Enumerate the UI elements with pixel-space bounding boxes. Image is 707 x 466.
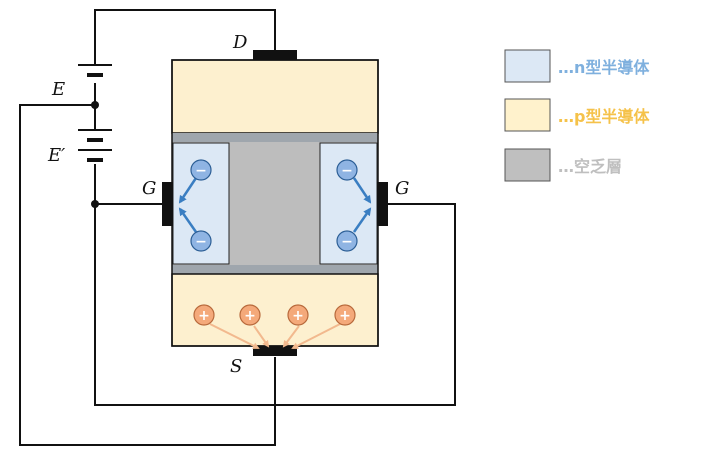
battery-e-prime-label: E′: [47, 145, 65, 166]
hole-sign: +: [198, 308, 210, 324]
circuit-wires: [19, 9, 456, 446]
electron-arrow: [352, 207, 372, 233]
hole-arrow: [253, 325, 270, 348]
legend-item-p-type: …p型半導体: [504, 98, 650, 132]
gate-return-wire: [94, 164, 456, 406]
hole-sign: +: [244, 308, 256, 324]
electron-sign: −: [341, 163, 353, 179]
electron: −: [336, 230, 358, 252]
legend-item-depletion: …空乏層: [504, 148, 622, 182]
legend-label-p-type: …p型半導体: [558, 107, 650, 126]
legend-label-depletion: …空乏層: [558, 157, 622, 176]
electron-sign: −: [195, 163, 207, 179]
gate-electrode-left: [162, 182, 173, 226]
legend-swatch-n-type: [504, 49, 551, 83]
drain-wire: [94, 9, 276, 65]
electron: −: [190, 230, 212, 252]
electron-arrow: [178, 207, 198, 233]
legend: …n型半導体 …p型半導体 …空乏層: [504, 49, 650, 182]
junction-dot-top: [91, 101, 99, 109]
source-return-wire: [19, 104, 276, 446]
legend-swatch-p-type: [504, 98, 551, 132]
legend-item-n-type: …n型半導体: [504, 49, 650, 83]
source-label: S: [230, 356, 242, 377]
hole-arrow: [209, 323, 260, 349]
battery-e-label: E: [51, 79, 65, 100]
p-region-top: [171, 59, 379, 134]
hole-arrow: [282, 325, 300, 348]
gray-band-top: [172, 133, 378, 142]
gray-band-bottom: [172, 265, 378, 274]
electrons: − − − −: [190, 159, 358, 252]
electron-sign: −: [195, 234, 207, 250]
hole: +: [193, 304, 215, 326]
source-electrode: [253, 346, 297, 356]
electron-arrows: [178, 177, 372, 233]
hole-arrow: [291, 323, 341, 349]
legend-label-n-type: …n型半導体: [558, 58, 650, 77]
gate-label-right: G: [395, 178, 409, 199]
hole-arrows: [209, 323, 341, 349]
battery-e-prime-symbol: [78, 129, 112, 162]
drain-electrode: [253, 50, 297, 60]
electron-arrow: [352, 177, 372, 204]
hole: +: [334, 304, 356, 326]
electron: −: [190, 159, 212, 181]
electron-arrow: [178, 177, 198, 204]
gate-label-left: G: [142, 178, 156, 199]
drain-label: D: [232, 32, 248, 53]
electron: −: [336, 159, 358, 181]
battery-e-symbol: [78, 64, 112, 77]
hole-sign: +: [339, 308, 351, 324]
legend-swatch-depletion: [504, 148, 551, 182]
hole: +: [239, 304, 261, 326]
hole-sign: +: [292, 308, 304, 324]
electron-sign: −: [341, 234, 353, 250]
holes: + + + +: [193, 304, 356, 326]
gate-electrode-right: [377, 182, 388, 226]
hole: +: [287, 304, 309, 326]
junction-dot-bottom: [91, 200, 99, 208]
